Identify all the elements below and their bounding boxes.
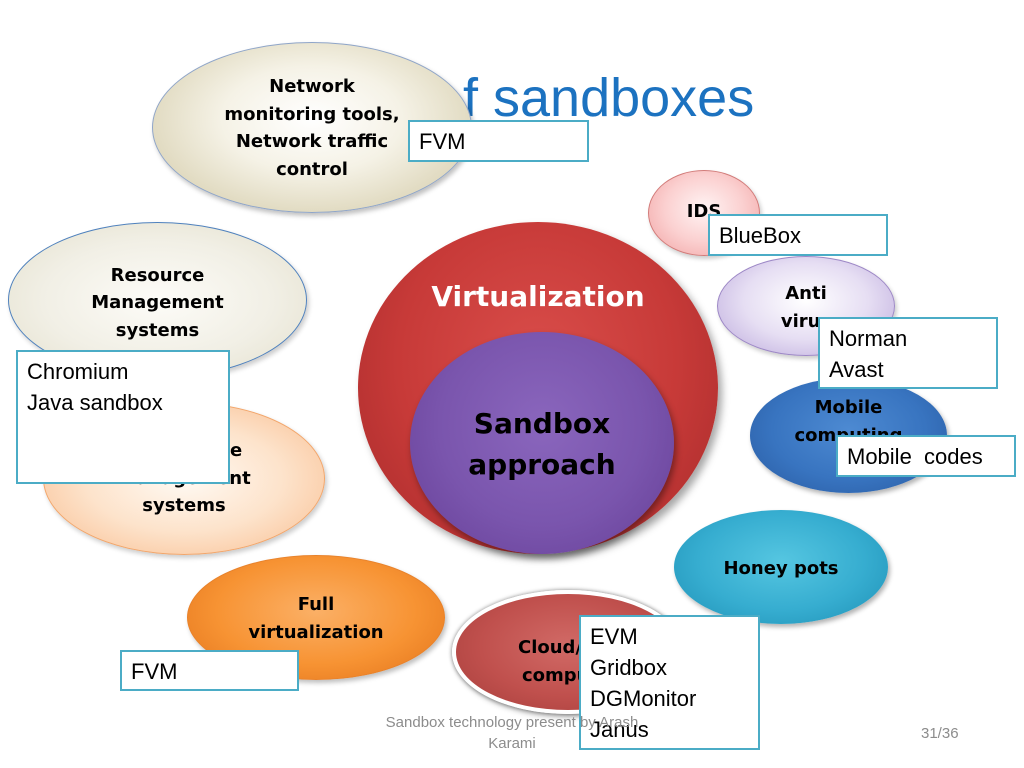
virtualization-label: Virtualization	[431, 280, 645, 313]
example-item: Norman	[829, 326, 908, 351]
bubble-label-line: Resource	[110, 265, 205, 286]
honey-pots-bubble: Honey pots	[674, 510, 888, 624]
bubble-label-line: monitoring tools,	[224, 104, 400, 125]
bubble-label-line: Mobile	[814, 397, 883, 418]
example-item: Mobile codes	[847, 444, 983, 469]
footer-line: Karami	[488, 735, 536, 752]
sandbox-approach-bubble: Sandbox approach	[410, 332, 674, 554]
example-item: FVM	[419, 129, 466, 154]
antivirus-examples-box: Norman Avast	[818, 317, 998, 389]
example-item: Janus	[590, 717, 649, 742]
bubble-label-fragment: e	[230, 440, 243, 461]
example-item: Java sandbox	[27, 390, 163, 415]
bubble-label-line: control	[276, 159, 348, 180]
mobile-examples-box: Mobile codes	[836, 435, 1016, 477]
bubble-label-line: Anti	[785, 283, 827, 304]
footer-line: Sandbox technology present by Arash	[385, 714, 639, 731]
footer-presenter: Sandbox technology present by Arash Kara…	[362, 712, 662, 754]
slide-title: f sandboxes	[463, 68, 755, 128]
example-item: FVM	[131, 659, 178, 684]
example-item: BlueBox	[719, 223, 801, 248]
example-item: Avast	[829, 357, 884, 382]
example-item: Chromium	[27, 359, 129, 384]
bubble-label-line: Full	[297, 594, 335, 615]
bubble-label-line: approach	[468, 448, 616, 481]
bubble-label-line: Sandbox	[473, 407, 611, 440]
bubble-label-line: Honey pots	[723, 558, 839, 579]
bubble-label-line: virtualization	[248, 622, 384, 643]
bubble-label-line: systems	[115, 320, 200, 341]
bubble-label-fragment: compu	[522, 665, 590, 686]
bubble-label-line: systems	[142, 495, 226, 516]
page-number: 31/36	[921, 725, 959, 742]
example-item: Gridbox	[590, 655, 668, 680]
bubble-label-fragment: Cloud/	[518, 637, 583, 658]
example-item: DGMonitor	[590, 686, 697, 711]
resource-examples-box: Chromium Java sandbox	[16, 350, 230, 484]
example-item: EVM	[590, 624, 638, 649]
bubble-label-line: Network	[269, 76, 355, 97]
network-examples-box: FVM	[408, 120, 589, 162]
cloud-examples-box: EVM Gridbox DGMonitor Janus	[579, 615, 760, 750]
ids-examples-box: BlueBox	[708, 214, 888, 256]
bubble-label-line: Management	[91, 292, 224, 313]
full-virtualization-examples-box: FVM	[120, 650, 299, 691]
bubble-label-line: Network traffic	[235, 131, 389, 152]
